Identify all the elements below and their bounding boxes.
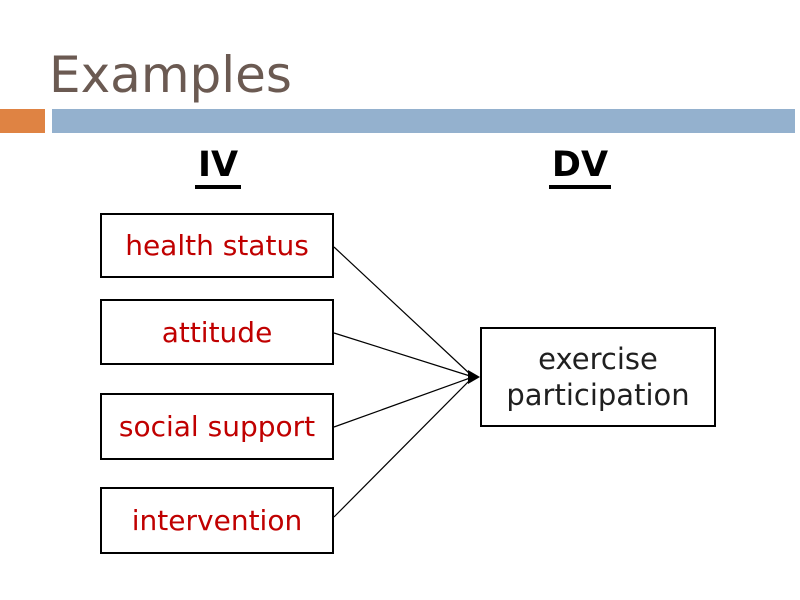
arrowhead-icon [468, 370, 480, 384]
connector-line [333, 246, 471, 375]
accent-square-decoration [0, 109, 45, 133]
iv-header-label: IV [194, 147, 242, 189]
dv-box-exercise-participation: exercise participation [480, 327, 716, 427]
iv-box-label: social support [118, 410, 316, 443]
iv-box-social-support: social support [100, 393, 334, 460]
iv-box-attitude: attitude [100, 299, 334, 365]
connector-line [333, 379, 471, 518]
iv-box-label: attitude [161, 315, 273, 349]
iv-box-intervention: intervention [100, 487, 334, 554]
accent-bar-decoration [52, 109, 795, 133]
page-title: Examples [49, 46, 292, 104]
dv-box-label: exercise participation [506, 341, 690, 412]
dv-header-label: DV [548, 147, 612, 189]
iv-box-health-status: health status [100, 213, 334, 278]
iv-box-label: intervention [131, 504, 303, 537]
dv-column-header: DV [462, 147, 698, 189]
iv-box-label: health status [125, 229, 309, 262]
connector-line [333, 377, 471, 428]
connector-line [333, 332, 471, 377]
iv-column-header: IV [100, 147, 336, 189]
